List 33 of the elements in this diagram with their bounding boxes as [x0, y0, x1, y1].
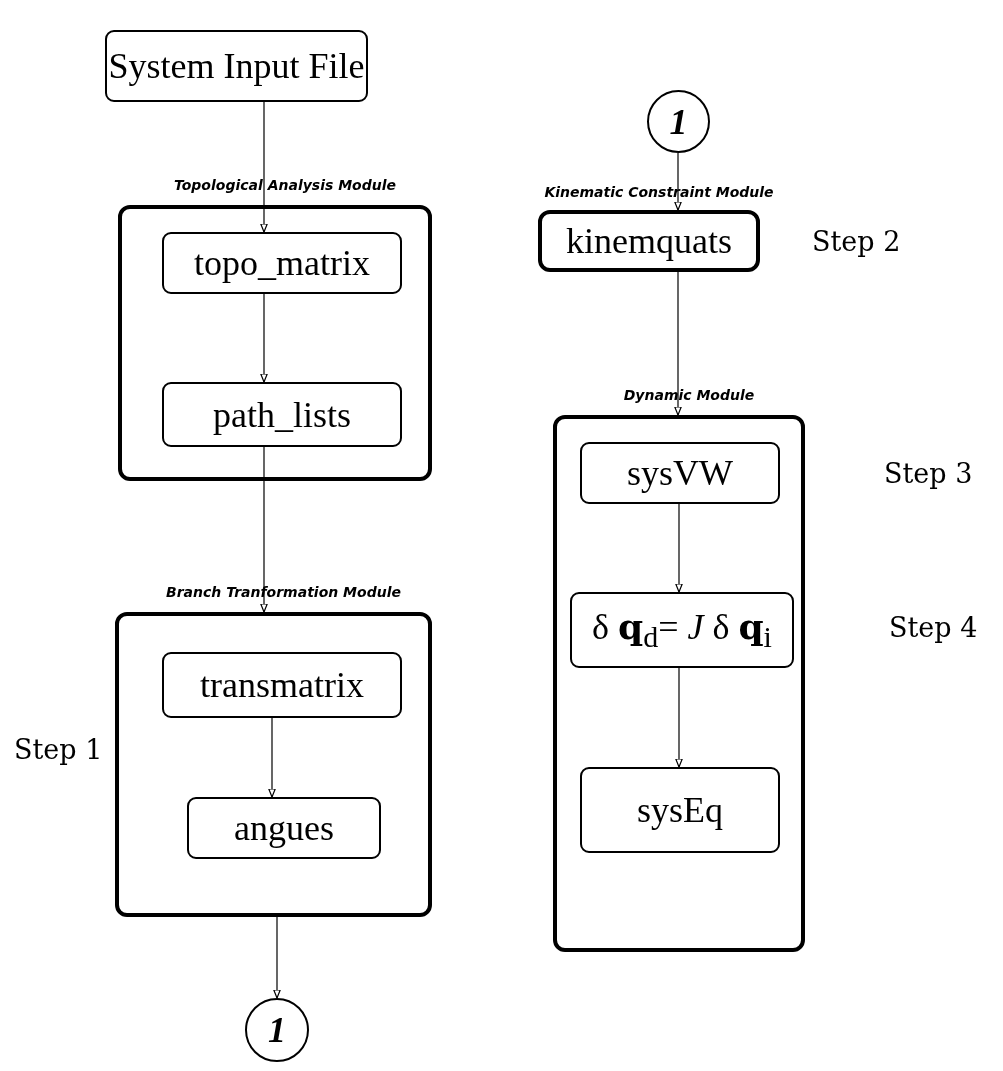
process-name: System Input File	[108, 45, 365, 87]
process-name: kinemquats	[566, 220, 732, 262]
connector-number: 1	[669, 100, 688, 143]
process-name: topo_matrix	[194, 242, 370, 284]
arrow	[273, 916, 281, 999]
connector-circle	[245, 998, 309, 1062]
process-box	[162, 382, 402, 447]
process-box	[162, 652, 402, 718]
step-label: Step 2	[812, 226, 901, 257]
arrow	[260, 101, 268, 233]
connector-circle	[647, 90, 710, 153]
equation: δ q$_{d}$= J δ q$_{i}$	[592, 605, 772, 655]
process-box	[187, 797, 381, 859]
step-label: Step 1	[14, 734, 103, 765]
module-title: Topological Analysis Module	[173, 177, 397, 193]
arrow	[674, 152, 682, 211]
step-label: Step 4	[889, 612, 978, 643]
process-name: sysEq	[637, 789, 723, 831]
process-box	[105, 30, 368, 102]
process-name: transmatrix	[200, 664, 364, 706]
arrow	[260, 446, 268, 613]
arrow	[675, 503, 683, 593]
process-name: angues	[234, 807, 334, 849]
arrow	[268, 717, 276, 798]
process-name: sysVW	[627, 452, 733, 494]
step-label: Step 3	[884, 458, 973, 489]
process-box	[580, 767, 780, 853]
arrow	[260, 293, 268, 383]
connector-number: 1	[268, 1009, 286, 1051]
arrow	[675, 667, 683, 768]
arrow	[674, 271, 682, 416]
process-box	[162, 232, 402, 294]
process-name: path_lists	[213, 393, 351, 436]
